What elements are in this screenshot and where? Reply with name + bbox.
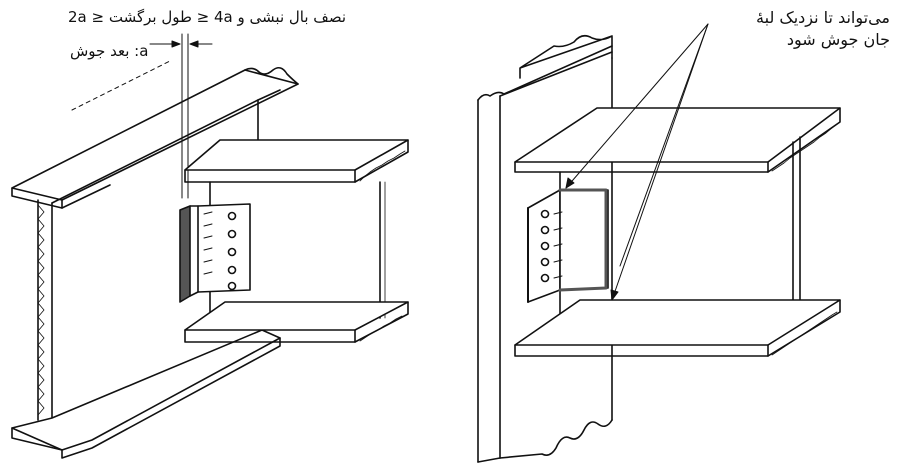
right-note-line-2: جان جوش شود: [786, 30, 890, 49]
left-column-wide-flange: [11, 66, 299, 459]
left-clip-angle: [179, 203, 251, 303]
right-beam-top-flange: [514, 107, 841, 163]
right-beam-bottom-flange: [514, 299, 841, 346]
left-beam-top-flange: [184, 139, 409, 171]
left-note-weld-return-length: نصف بال نبشی و 4a ≤ طول برگشت ≤ 2a: [68, 8, 347, 26]
left-beam: [184, 139, 409, 343]
right-leader-lines: [565, 23, 709, 301]
left-note-weld-size: a: بعد جوش: [70, 42, 149, 60]
right-note-line-1: می‌تواند تا نزدیک لبهٔ: [756, 8, 890, 27]
left-beam-bottom-flange: [184, 301, 409, 331]
right-clip-angle: [527, 188, 609, 303]
left-column-web: [37, 199, 53, 424]
right-angle-weld: [558, 188, 608, 292]
right-beam: [514, 107, 841, 357]
left-column-top-flange: [11, 69, 299, 201]
left-angle-weld: [179, 205, 191, 303]
